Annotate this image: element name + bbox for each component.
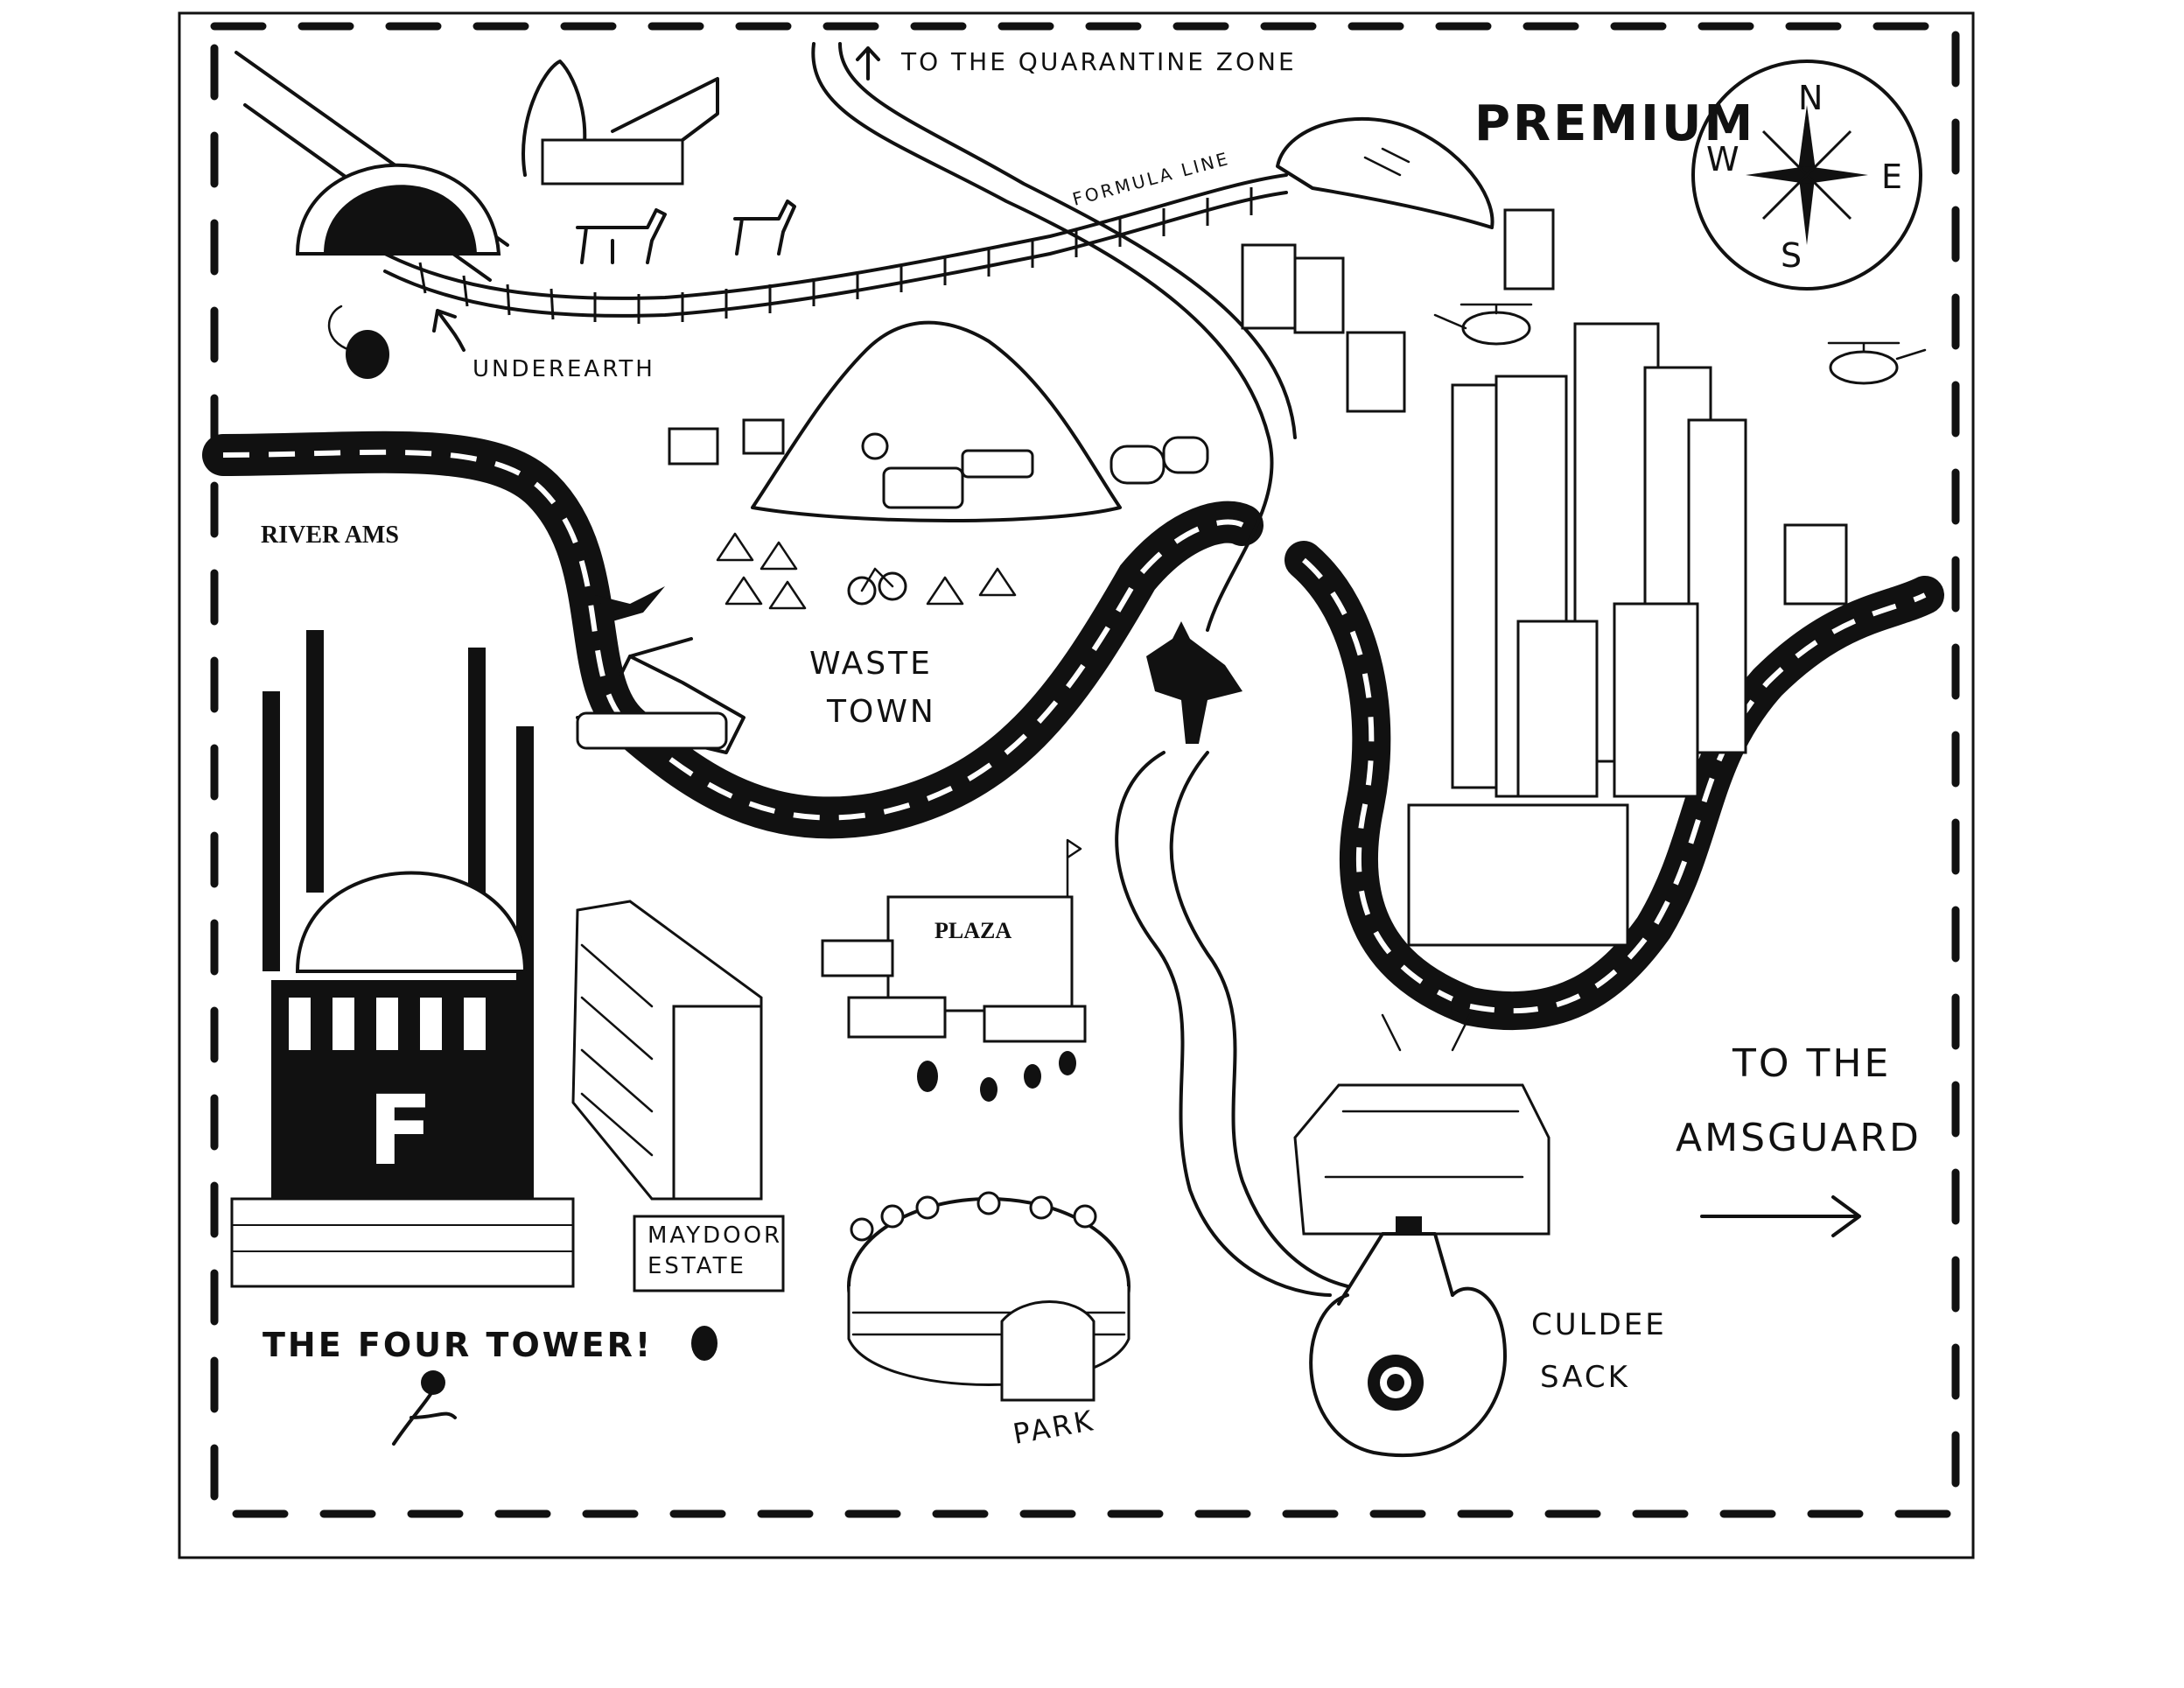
waste-town-label-1: WASTE <box>809 646 933 682</box>
park-label: PARK <box>1011 1404 1098 1451</box>
amsguard-arrow-icon <box>1700 1195 1861 1237</box>
helicopter-icon <box>1433 303 1533 346</box>
waste-town-huts <box>668 418 785 466</box>
amsguard-label-2: AMSGUARD <box>1676 1116 1922 1160</box>
maydoor-estate: MAYDOOR ESTATE <box>571 900 785 1292</box>
waste-town-label-2: TOWN <box>826 694 936 730</box>
culdee-label-1: CULDEE <box>1531 1307 1667 1342</box>
compass-north: N <box>1798 79 1825 117</box>
waste-town-heap <box>751 320 1122 522</box>
dog-icon <box>733 200 796 256</box>
bug-icon <box>917 1051 1076 1102</box>
river-ams-label: RIVER AMS <box>261 522 399 549</box>
caravans <box>1110 436 1209 485</box>
premium-skyline <box>1241 208 1848 947</box>
tent-icon <box>716 532 1017 610</box>
amsguard-label-1: TO THE <box>1732 1041 1891 1086</box>
dog-icon <box>576 208 667 264</box>
premium-dome <box>1276 116 1494 229</box>
main-road <box>811 42 1349 1297</box>
four-towers: F <box>230 630 575 1288</box>
culdee-label-2: SACK <box>1540 1360 1630 1395</box>
river-ams <box>202 431 1944 1031</box>
helicopter-icon <box>1827 341 1927 385</box>
bicycle-icon <box>847 567 907 606</box>
rat-icon <box>691 1326 718 1361</box>
wolf-icon <box>1146 621 1242 744</box>
culdee-sack <box>1293 1013 1550 1458</box>
underearth-arrow-icon <box>432 309 466 352</box>
compass-east: E <box>1881 158 1905 196</box>
park <box>847 1197 1130 1402</box>
tower-letter: F <box>368 1075 433 1187</box>
flower-icon <box>392 1370 457 1446</box>
tunnel-icon <box>234 51 509 282</box>
plaza: PLAZA <box>821 838 1087 1043</box>
bird-icon <box>595 586 665 621</box>
map-frame <box>178 11 1975 1559</box>
formula-line-railway <box>383 173 1288 324</box>
compass-south: S <box>1781 236 1804 275</box>
four-towers-label: THE FOUR TOWER! <box>262 1326 653 1364</box>
quarantine-arrow-icon <box>856 46 880 81</box>
maydoor-label-1: MAYDOOR <box>648 1222 782 1249</box>
rat-icon <box>327 305 389 379</box>
underearth-label: UNDEREARTH <box>472 356 655 382</box>
gherkin-buildings <box>522 60 719 186</box>
maydoor-label-2: ESTATE <box>648 1253 746 1279</box>
compass-rose-icon: N S E W <box>1691 60 1922 291</box>
plaza-label: PLAZA <box>934 918 1012 943</box>
crane-icon <box>576 637 746 754</box>
compass-west: W <box>1706 140 1742 179</box>
quarantine-label: TO THE QUARANTINE ZONE <box>900 47 1297 76</box>
tree-icon <box>850 1191 1097 1242</box>
